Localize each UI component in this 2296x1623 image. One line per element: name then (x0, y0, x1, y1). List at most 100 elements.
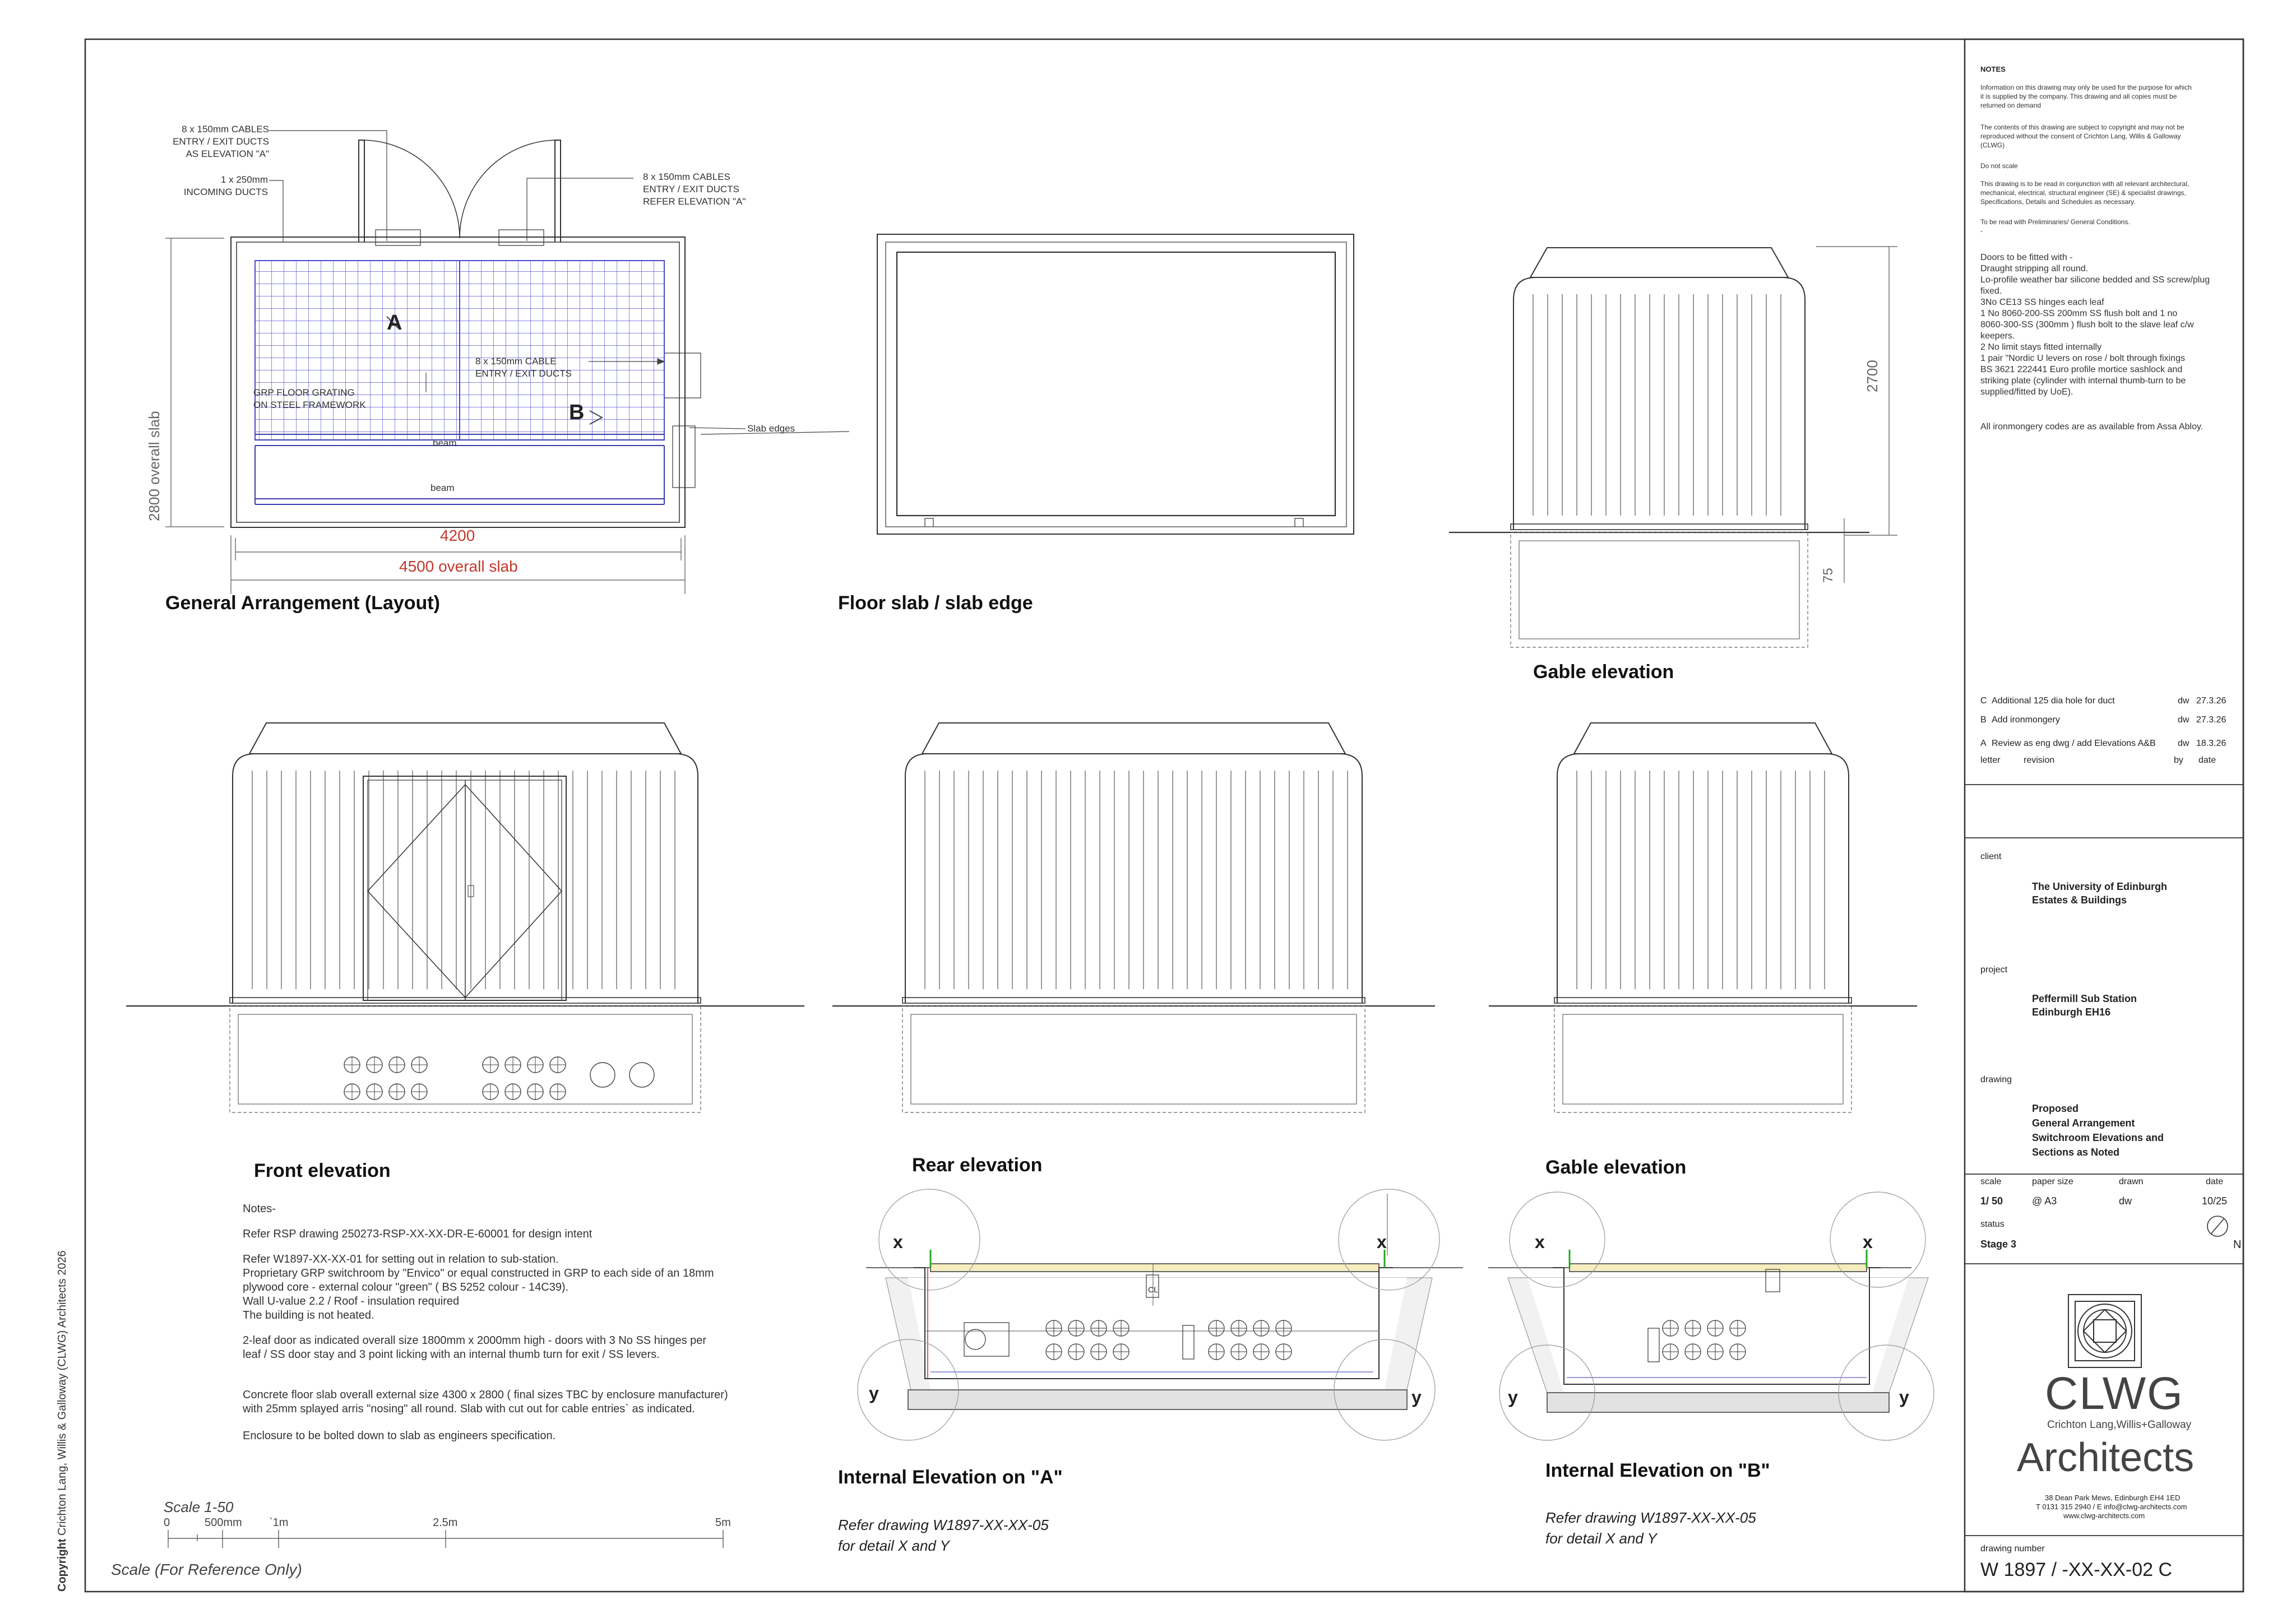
int-b-y1: y (1508, 1387, 1518, 1407)
ga-title: General Arrangement (Layout) (165, 592, 440, 614)
scale-tick-1m: `1m (269, 1517, 289, 1529)
tb-doors-spec: Doors to be fitted with - Draught stripp… (1980, 253, 2210, 397)
scale-tick-2-5m: 2.5m (433, 1517, 458, 1529)
title-block-dividers (1965, 784, 2243, 1536)
scale-value: 1/ 50 (1980, 1195, 2003, 1207)
rear-elevation-title: Rear elevation (912, 1154, 1043, 1176)
drawing-number: W 1897 / -XX-XX-02 C (1980, 1559, 2173, 1580)
internal-a-ref: Refer drawing W1897-XX-XX-05 for detail … (838, 1517, 1049, 1554)
copyright: Copyright Crichton Lang, Willis & Gallow… (56, 1250, 68, 1592)
rev-desc: Add ironmongery (1992, 715, 2060, 725)
scale-footer: Scale (For Reference Only) (111, 1561, 302, 1578)
grating-label: GRP FLOOR GRATING ON STEEL FRAMEWORK (253, 387, 366, 410)
note-2: Refer W1897-XX-XX-01 for setting out in … (243, 1253, 714, 1321)
section-marker-a: A (387, 311, 402, 335)
clwg-logo-mark (2068, 1294, 2142, 1368)
int-a-y2: y (1411, 1387, 1422, 1407)
date-value: 10/25 (2202, 1195, 2228, 1207)
tb-notes-heading: NOTES (1980, 65, 2006, 73)
floor-slab-title: Floor slab / slab edge (838, 592, 1033, 614)
internal-b-title: Internal Elevation on "B" (1545, 1460, 1770, 1481)
ga-dimensions (165, 238, 686, 594)
date-label: date (2206, 1177, 2224, 1186)
int-b-y2: y (1899, 1387, 1909, 1407)
ga-callout-leaders (269, 130, 850, 435)
project-label: project (1980, 965, 2008, 975)
dim-overall-label: 4500 overall slab (399, 558, 518, 575)
contact: T 0131 315 2940 / E info@clwg-architects… (2036, 1503, 2187, 1511)
rev-header-date: date (2198, 755, 2216, 765)
tb-note-4: This drawing is to be read in conjunctio… (1980, 180, 2189, 206)
gable-elevation-top (1449, 247, 1869, 648)
status-value: Stage 3 (1980, 1239, 2017, 1250)
tb-note-5: To be read with Preliminaries/ General C… (1980, 218, 2130, 235)
beam-label: beam (430, 483, 455, 493)
paper-label: paper size (2032, 1177, 2073, 1186)
gable-elevation-bottom (1489, 722, 1917, 1113)
scale-tick-0: 0 (164, 1517, 170, 1529)
gable-height-dim: 2700 (1864, 360, 1881, 392)
title-block-frame (1964, 38, 2244, 1593)
north-label: N (2233, 1239, 2242, 1251)
callout-cable-mid: 8 x 150mm CABLE ENTRY / EXIT DUCTS (475, 356, 572, 379)
address: 38 Dean Park Mews, Edinburgh EH4 1ED (2045, 1494, 2181, 1502)
rev-desc: Additional 125 dia hole for duct (1992, 696, 2115, 706)
beams (254, 434, 665, 505)
tb-note-3: Do not scale (1980, 162, 2018, 170)
drawing-number-label: drawing number (1980, 1544, 2045, 1554)
rev-desc: Review as eng dwg / add Elevations A&B (1992, 739, 2156, 748)
section-marker-b: B (569, 401, 585, 424)
dim-inner-label: 4200 (440, 527, 475, 544)
rev-letter: C (1980, 696, 1987, 706)
internal-elevation-a (857, 1189, 1463, 1441)
callout-cables-left: 8 x 150mm CABLES ENTRY / EXIT DUCTS AS E… (173, 124, 269, 159)
note-1: Refer RSP drawing 250273-RSP-XX-XX-DR-E-… (243, 1228, 592, 1240)
note-5: Enclosure to be bolted down to slab as e… (243, 1430, 556, 1442)
int-b-x1: x (1535, 1232, 1545, 1252)
note-4: Concrete floor slab overall external siz… (243, 1389, 728, 1415)
tb-ironmongery: All ironmongery codes are as available f… (1980, 422, 2204, 432)
gable-top-title: Gable elevation (1533, 661, 1674, 683)
project-name: Peffermill Sub Station Edinburgh EH16 (2032, 993, 2137, 1018)
front-doors (363, 776, 567, 1001)
slab-edges-label: Slab edges (747, 423, 795, 434)
logo-subtitle: Crichton Lang,Willis+Galloway (2047, 1419, 2192, 1431)
drawn-value: dw (2119, 1195, 2132, 1207)
gable-top-dims (1816, 246, 1897, 583)
ga-plan (230, 140, 701, 528)
rear-elevation (832, 722, 1435, 1113)
front-ducts (344, 1056, 655, 1100)
floor-slab-drawing (877, 234, 1354, 535)
website: www.clwg-architects.com (2063, 1511, 2145, 1520)
rev-by: dw (2178, 715, 2189, 725)
internal-a-title: Internal Elevation on "A" (838, 1467, 1063, 1488)
tb-note-2: The contents of this drawing are subject… (1980, 123, 2184, 149)
int-a-cl: CL (1148, 1285, 1158, 1294)
int-a-x1: x (893, 1232, 903, 1252)
drawing-label: drawing (1980, 1075, 2012, 1084)
tb-note-1: Information on this drawing may only be … (1980, 84, 2192, 109)
north-arrow (2207, 1216, 2228, 1237)
client-name: The University of Edinburgh Estates & Bu… (2032, 881, 2168, 906)
scale-bar (168, 1530, 724, 1548)
front-elevation-title: Front elevation (254, 1160, 391, 1181)
rev-letter: B (1980, 715, 1987, 725)
logo-clwg: CLWG (2045, 1368, 2184, 1419)
internal-b-ref: Refer drawing W1897-XX-XX-05 for detail … (1545, 1509, 1756, 1547)
callout-incoming-duct: 1 x 250mm INCOMING DUCTS (183, 174, 268, 197)
scale-tick-5m: 5m (715, 1517, 731, 1529)
int-b-x2: x (1863, 1232, 1873, 1252)
int-a-y1: y (869, 1383, 879, 1403)
drawn-label: drawn (2119, 1177, 2144, 1186)
rev-date: 27.3.26 (2196, 696, 2226, 706)
drawing-name: Proposed General Arrangement Switchroom … (2032, 1103, 2164, 1158)
scale-bar-title: Scale 1-50 (164, 1499, 234, 1515)
status-label: status (1980, 1219, 2005, 1229)
rev-header-letter: letter (1980, 755, 2001, 765)
scale-tick-500: 500mm (205, 1517, 242, 1529)
rev-by: dw (2178, 739, 2189, 748)
paper-value: @ A3 (2032, 1195, 2057, 1207)
rev-by: dw (2178, 696, 2189, 706)
client-label: client (1980, 852, 2002, 861)
